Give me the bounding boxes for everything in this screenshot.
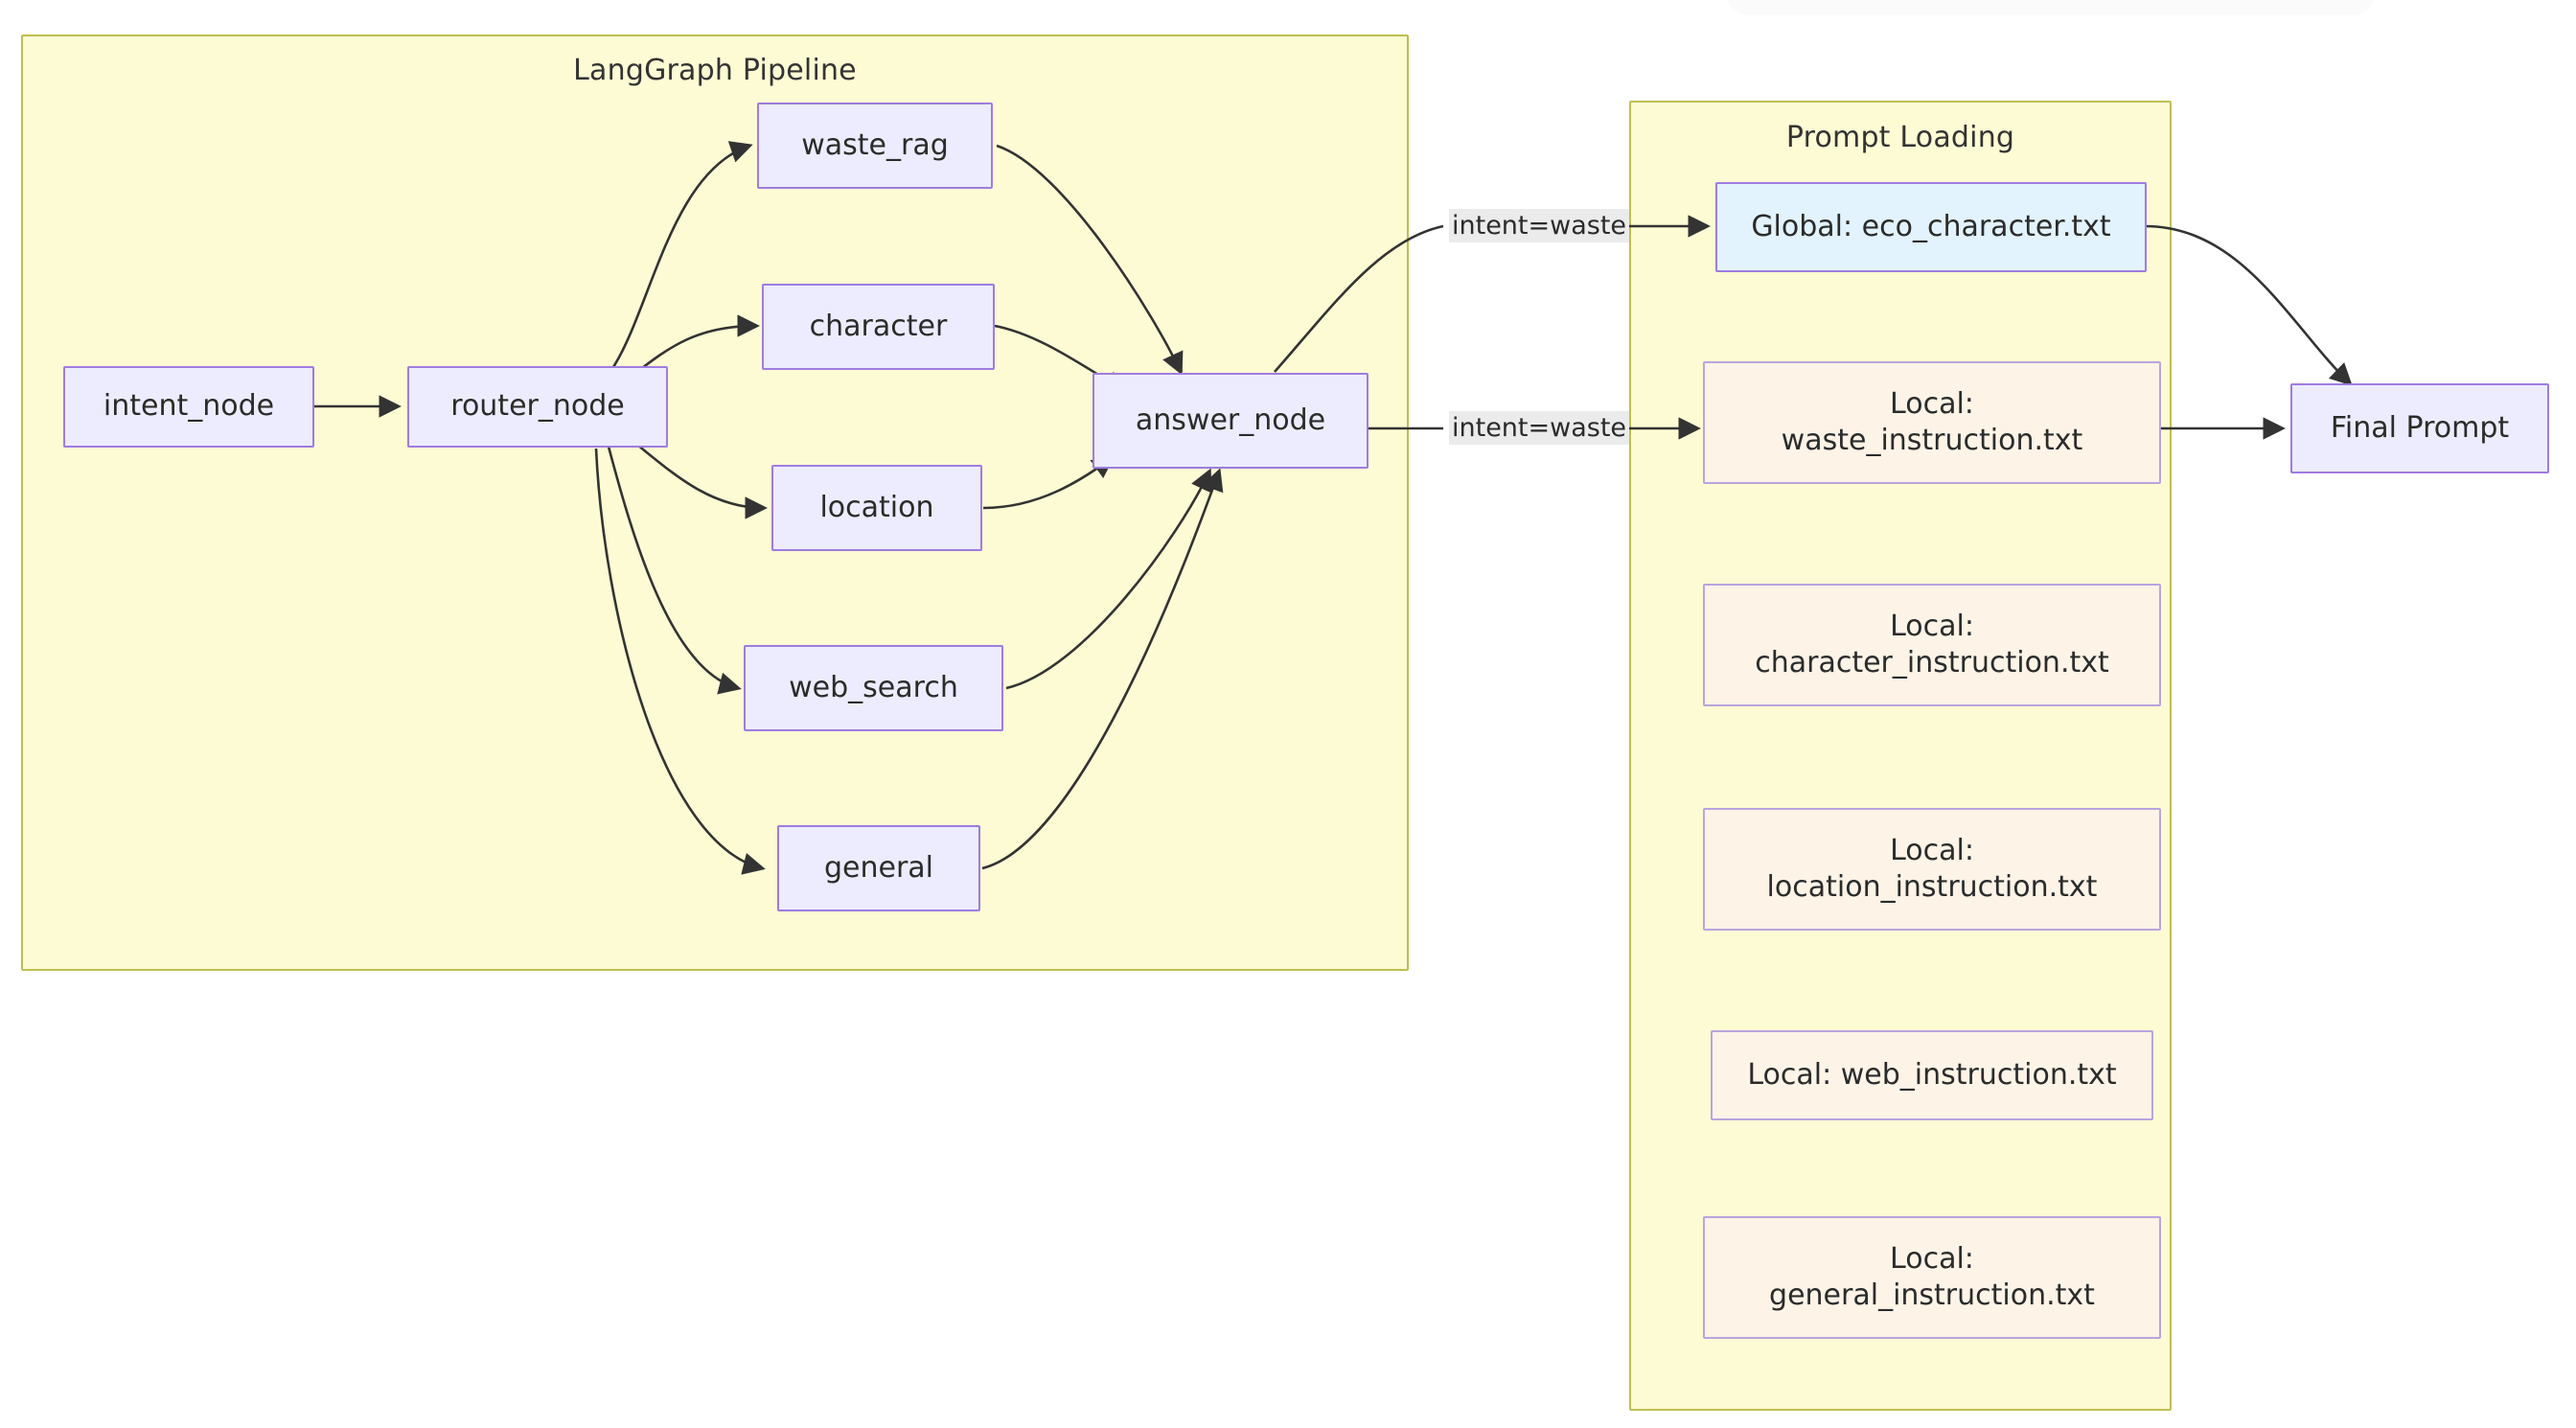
node-label: Local: character_instruction.txt: [1755, 609, 2109, 679]
node-label: Local: waste_instruction.txt: [1781, 386, 2083, 457]
node-label: character: [809, 309, 948, 343]
node-label: Final Prompt: [2330, 410, 2510, 445]
node-label: waste_rag: [801, 127, 949, 162]
edge-label-text: intent=waste: [1452, 211, 1627, 241]
node-final-prompt[interactable]: Final Prompt: [2290, 383, 2549, 473]
edge-label-intent-waste-local: intent=waste: [1449, 411, 1630, 445]
node-label: Local: general_instruction.txt: [1769, 1241, 2095, 1312]
subgraph-title-langgraph: LangGraph Pipeline: [573, 54, 857, 87]
node-local-web-instruction[interactable]: Local: web_instruction.txt: [1711, 1030, 2153, 1120]
node-label: location: [819, 490, 934, 524]
node-label: general: [823, 850, 934, 885]
edge-label-text: intent=waste: [1452, 413, 1627, 443]
node-waste-rag[interactable]: waste_rag: [757, 103, 993, 189]
node-global-eco-character[interactable]: Global: eco_character.txt: [1715, 182, 2147, 272]
node-label: Global: eco_character.txt: [1751, 209, 2111, 243]
node-answer-node[interactable]: answer_node: [1092, 373, 1368, 469]
node-local-general-instruction[interactable]: Local: general_instruction.txt: [1703, 1216, 2161, 1339]
node-location[interactable]: location: [771, 465, 982, 551]
node-local-character-instruction[interactable]: Local: character_instruction.txt: [1703, 584, 2161, 706]
node-intent-node[interactable]: intent_node: [63, 366, 314, 448]
node-label: intent_node: [103, 389, 275, 424]
node-character[interactable]: character: [762, 284, 995, 370]
node-local-location-instruction[interactable]: Local: location_instruction.txt: [1703, 808, 2161, 931]
node-local-waste-instruction[interactable]: Local: waste_instruction.txt: [1703, 361, 2161, 484]
node-router-node[interactable]: router_node: [407, 366, 668, 448]
node-label: web_search: [789, 670, 958, 704]
node-general[interactable]: general: [777, 825, 980, 911]
node-web-search[interactable]: web_search: [744, 645, 1003, 731]
subgraph-prompt-loading: Prompt Loading: [1629, 101, 2172, 1411]
edge-global-to-final: [2144, 224, 2353, 386]
subgraph-title-prompt-loading: Prompt Loading: [1785, 121, 2015, 154]
edge-label-intent-waste-global: intent=waste: [1449, 209, 1630, 242]
node-label: Local: location_instruction.txt: [1766, 833, 2098, 904]
top-overlay-panel: [1725, 0, 2377, 15]
node-label: Local: web_instruction.txt: [1747, 1057, 2117, 1092]
node-label: answer_node: [1135, 403, 1326, 437]
subgraph-langgraph-pipeline: LangGraph Pipeline: [21, 35, 1409, 971]
node-label: router_node: [450, 389, 625, 424]
